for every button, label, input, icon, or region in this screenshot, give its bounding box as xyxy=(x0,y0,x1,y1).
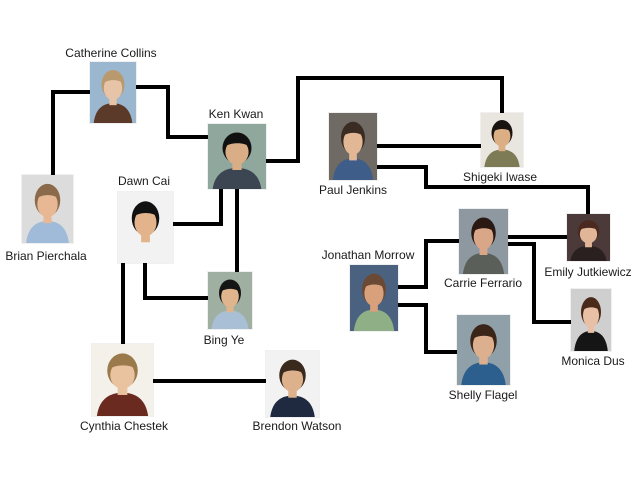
portrait-emily-jutkiewicz xyxy=(567,214,610,261)
connector-kwan-iwase xyxy=(266,76,504,163)
name-carrie-ferrario: Carrie Ferrario xyxy=(443,276,523,290)
name-brendon-watson: Brendon Watson xyxy=(252,419,342,433)
name-emily-jutkiewicz: Emily Jutkiewicz xyxy=(544,265,632,279)
connector-morrow-ferrario xyxy=(398,239,459,289)
portrait-shigeki-iwase xyxy=(481,113,523,167)
name-shigeki-iwase: Shigeki Iwase xyxy=(462,170,538,184)
portrait-dawn-cai xyxy=(118,192,173,263)
connector-kwan-cai xyxy=(173,189,223,226)
connector-morrow-flagel xyxy=(398,303,457,354)
portrait-brendon-watson xyxy=(266,351,319,417)
name-dawn-cai: Dawn Cai xyxy=(117,174,171,188)
connector-collins-pierchala xyxy=(51,90,90,175)
portrait-shelly-flagel xyxy=(457,315,510,385)
connector-jenkins-jutkiewicz xyxy=(377,165,590,214)
portrait-paul-jenkins xyxy=(329,113,377,180)
portrait-catherine-collins xyxy=(90,62,136,123)
portrait-brian-pierchala xyxy=(22,175,73,243)
name-ken-kwan: Ken Kwan xyxy=(208,107,264,121)
name-paul-jenkins: Paul Jenkins xyxy=(318,183,388,197)
connector-ferrario-dus xyxy=(508,242,571,324)
name-bing-ye: Bing Ye xyxy=(203,333,245,347)
portrait-jonathan-morrow xyxy=(350,265,398,331)
name-shelly-flagel: Shelly Flagel xyxy=(448,388,518,402)
connector-cai-ye xyxy=(143,263,208,300)
name-catherine-collins: Catherine Collins xyxy=(65,46,157,60)
portrait-cynthia-chestek xyxy=(92,344,153,416)
portrait-bing-ye xyxy=(208,272,252,329)
name-jonathan-morrow: Jonathan Morrow xyxy=(321,248,415,262)
name-cynthia-chestek: Cynthia Chestek xyxy=(79,419,169,433)
connector-collins-kwan xyxy=(136,85,208,139)
portrait-carrie-ferrario xyxy=(459,209,508,274)
portrait-ken-kwan xyxy=(208,124,266,189)
name-monica-dus: Monica Dus xyxy=(561,354,625,368)
portrait-monica-dus xyxy=(571,289,611,351)
name-brian-pierchala: Brian Pierchala xyxy=(5,249,87,263)
